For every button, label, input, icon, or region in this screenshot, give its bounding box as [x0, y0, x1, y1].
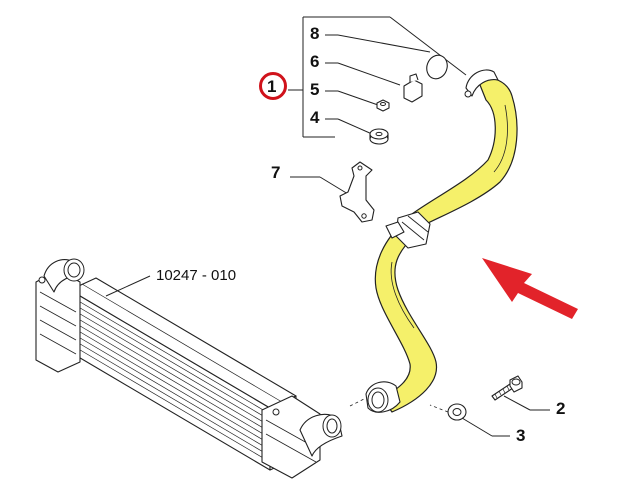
callout-6: 6 — [310, 52, 319, 71]
hose-body — [374, 77, 518, 413]
group-bracket-lines — [288, 16, 467, 138]
o-ring — [426, 54, 448, 80]
washer — [447, 403, 510, 437]
callout-3: 3 — [516, 426, 525, 445]
callout-8: 8 — [310, 24, 319, 43]
assembly-dashes — [349, 397, 449, 413]
reference-leader — [105, 275, 151, 297]
grommet — [369, 128, 389, 145]
intercooler — [35, 258, 343, 479]
direction-arrow — [482, 258, 578, 319]
bolt — [491, 375, 550, 411]
bracket — [290, 161, 375, 223]
callout-2: 2 — [556, 399, 565, 418]
callout-5: 5 — [310, 80, 319, 99]
nut — [376, 99, 390, 112]
reference-number: 10247 - 010 — [156, 267, 236, 284]
charge-air-hose — [365, 69, 518, 413]
callout-1: 1 — [267, 77, 276, 96]
callout-7: 7 — [271, 163, 280, 182]
callout-4: 4 — [310, 108, 320, 127]
hose-clip — [403, 73, 423, 103]
highlight-ring — [259, 72, 287, 100]
